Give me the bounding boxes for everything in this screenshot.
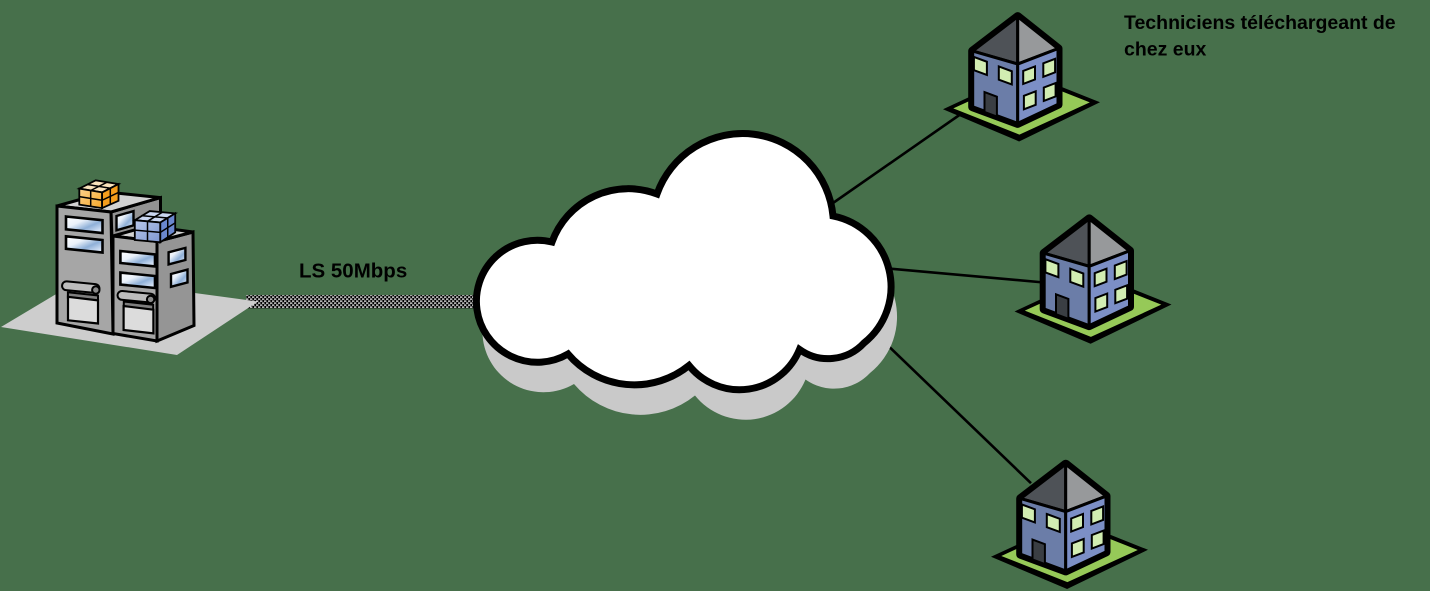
svg-text:chez eux: chez eux — [1124, 39, 1207, 61]
svg-text:Techniciens téléchargeant de: Techniciens téléchargeant de — [1124, 12, 1396, 34]
svg-text:LS 50Mbps: LS 50Mbps — [299, 260, 407, 283]
